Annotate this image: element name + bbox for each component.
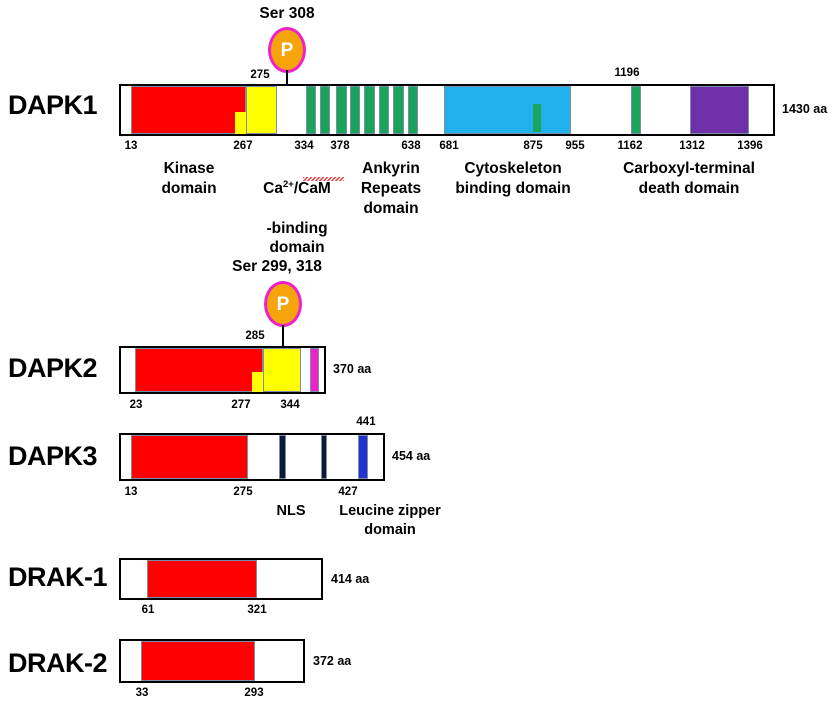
segment-kinase-domain-drak1	[147, 560, 257, 598]
caption-cam-binding-domain-dapk1: Ca2+/CaM -binding domain	[263, 159, 331, 258]
caption-cam-first-line: Ca2+/CaM	[263, 178, 331, 197]
tick-dapk1-1396: 1396	[737, 140, 763, 152]
segment-ankyrin-repeat-5	[364, 86, 375, 134]
segment-kinase-domain-dapk3	[131, 435, 248, 479]
segment-death-domain-dapk1	[690, 86, 749, 134]
top-tick-dapk3-441: 441	[356, 416, 376, 428]
segment-marker-875-dapk1	[533, 104, 541, 132]
caption-cytoskeleton-dapk1: Cytoskeleton binding domain	[455, 160, 571, 197]
tick-dapk2-23: 23	[129, 399, 143, 411]
total-length-dapk1: 1430 aa	[782, 102, 828, 116]
segment-ankyrin-repeat-3	[336, 86, 347, 134]
protein-label-drak2: DRAK-2	[8, 648, 108, 678]
top-tick-dapk1-275: 275	[250, 69, 270, 81]
total-length-dapk2: 370 aa	[333, 362, 372, 376]
protein-bar-drak2	[119, 639, 305, 683]
segment-cam-binding-dapk1	[246, 86, 277, 134]
top-tick-dapk1-1196: 1196	[614, 67, 640, 79]
segment-ankyrin-repeat-6	[379, 86, 389, 134]
segment-kinase-domain-dapk2	[135, 348, 263, 392]
spellcheck-squiggle-cam	[303, 177, 344, 181]
phospho-stem-dapk2	[282, 325, 284, 347]
tick-dapk1-1162: 1162	[617, 140, 643, 152]
tick-drak2-293: 293	[244, 687, 264, 699]
segment-cam-notch-dapk2	[252, 372, 263, 392]
segment-ankyrin-repeat-7	[393, 86, 404, 134]
segment-ankyrin-repeat-2	[320, 86, 330, 134]
segment-cam-notch-dapk1	[235, 112, 246, 134]
tick-dapk1-955: 955	[565, 140, 585, 152]
segment-cytoskeleton-binding-dapk1	[444, 86, 571, 134]
protein-bar-dapk2	[119, 346, 326, 394]
top-tick-dapk2-285: 285	[245, 330, 265, 342]
segment-ankyrin-repeat-1	[306, 86, 316, 134]
segment-nls-1-dapk3	[279, 435, 286, 479]
segment-leucine-zipper-dapk3	[358, 435, 368, 479]
segment-nls-2-dapk3	[321, 435, 327, 479]
phospho-stem-dapk1	[286, 70, 288, 85]
protein-label-drak1: DRAK-1	[8, 562, 108, 592]
caption-death-domain-dapk1: Carboxyl-terminal death domain	[623, 160, 755, 197]
tick-dapk1-13: 13	[124, 140, 138, 152]
segment-ankyrin-repeat-4	[350, 86, 360, 134]
tick-dapk2-344: 344	[280, 399, 300, 411]
phospho-circle-dapk1: P	[268, 27, 306, 73]
tick-dapk2-277: 277	[231, 399, 251, 411]
caption-ankyrin-repeats-dapk1: Ankyrin Repeats domain	[360, 160, 422, 217]
phospho-label-dapk2: Ser 299, 318	[232, 258, 322, 275]
tick-dapk3-275: 275	[233, 486, 253, 498]
caption-nls-dapk3: NLS	[276, 503, 306, 519]
protein-bar-drak1	[119, 558, 323, 600]
protein-label-dapk1: DAPK1	[8, 90, 98, 120]
segment-kinase-domain-drak2	[141, 641, 255, 681]
protein-label-dapk2: DAPK2	[8, 353, 98, 383]
phospho-label-dapk1: Ser 308	[259, 5, 315, 22]
segment-cam-binding-dapk2	[263, 348, 301, 392]
tick-dapk1-378: 378	[330, 140, 350, 152]
tick-dapk1-875: 875	[523, 140, 543, 152]
tick-dapk1-1312: 1312	[679, 140, 705, 152]
segment-kinase-domain-dapk1	[131, 86, 246, 134]
segment-ankyrin-repeat-8	[408, 86, 418, 134]
tick-dapk1-681: 681	[439, 140, 459, 152]
caption-kinase-domain-dapk1: Kinase domain	[161, 160, 217, 197]
tick-drak1-321: 321	[247, 604, 267, 616]
caption-leucine-zipper-dapk3: Leucine zipper domain	[339, 503, 441, 538]
tick-dapk1-334: 334	[294, 140, 314, 152]
tick-drak1-61: 61	[141, 604, 155, 616]
segment-magenta-tail-dapk2	[310, 348, 319, 392]
tick-dapk3-13: 13	[124, 486, 138, 498]
protein-label-dapk3: DAPK3	[8, 441, 98, 471]
tick-dapk1-638: 638	[401, 140, 421, 152]
tick-dapk1-267: 267	[233, 140, 253, 152]
caption-cam-rest: -binding domain	[266, 219, 328, 257]
protein-bar-dapk1	[119, 84, 775, 136]
protein-bar-dapk3	[119, 433, 385, 481]
total-length-dapk3: 454 aa	[392, 449, 431, 463]
total-length-drak1: 414 aa	[331, 572, 370, 586]
tick-drak2-33: 33	[135, 687, 149, 699]
total-length-drak2: 372 aa	[313, 654, 352, 668]
segment-marker-1196-dapk1	[631, 86, 641, 134]
phospho-circle-dapk2: P	[264, 281, 302, 327]
tick-dapk3-427: 427	[338, 486, 358, 498]
